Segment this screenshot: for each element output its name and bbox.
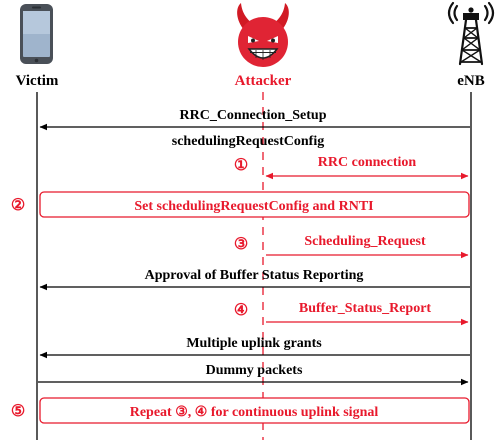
repeat-box-label: Repeat ③, ④ for continuous uplink signal <box>130 405 379 420</box>
cell-tower-icon <box>447 1 495 66</box>
dummy-packets-label: Dummy packets <box>206 363 303 378</box>
rrc-connection-label: RRC connection <box>318 155 417 170</box>
rrc-connection-setup-label: RRC_Connection_Setup <box>179 108 326 123</box>
config-box-label: Set schedulingRequestConfig and RNTI <box>134 199 373 214</box>
step-4-marker: ④ <box>234 302 248 319</box>
step-1-marker: ① <box>234 157 248 174</box>
approval-bsr-label: Approval of Buffer Status Reporting <box>145 268 364 283</box>
attacker-label: Attacker <box>235 73 292 89</box>
buffer-status-report-label: Buffer_Status_Report <box>299 301 432 316</box>
smartphone-icon <box>20 4 53 64</box>
repeat-box <box>39 397 470 424</box>
enb-label: eNB <box>457 73 485 89</box>
scheduling-request-config-label: schedulingRequestConfig <box>172 134 324 149</box>
devil-face-icon <box>237 3 289 67</box>
victim-label: Victim <box>16 73 59 89</box>
uplink-grants-label: Multiple uplink grants <box>186 336 322 351</box>
step-2-marker: ② <box>11 197 25 214</box>
step-3-marker: ③ <box>234 236 248 253</box>
scheduling-request-label: Scheduling_Request <box>304 234 426 249</box>
config-box <box>39 191 470 218</box>
step-5-marker: ⑤ <box>11 403 25 420</box>
